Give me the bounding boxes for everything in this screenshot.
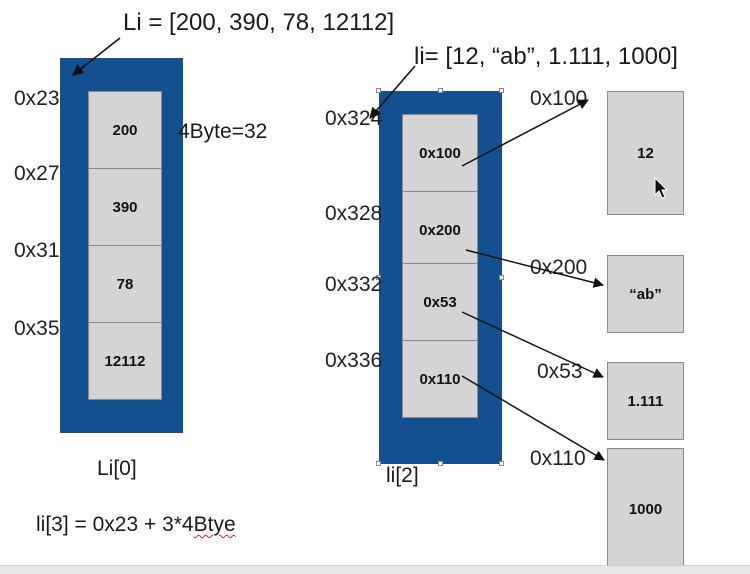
pointer-arrow-0x200: [465, 249, 605, 288]
object-box-1000: 1000: [607, 448, 684, 570]
object-address-0: 0x100: [530, 87, 588, 110]
object-address-2: 0x53: [537, 360, 583, 383]
offset-formula-unit: Btye: [193, 513, 236, 536]
window-bottom-edge: [0, 565, 750, 574]
left-list-title: Li = [200, 390, 78, 12112]: [123, 9, 395, 36]
selection-handle[interactable]: [499, 88, 504, 93]
selection-handle[interactable]: [438, 461, 443, 466]
title-to-list-arrow: [369, 65, 416, 119]
left-address-2: 0x31: [14, 239, 60, 262]
selection-handle[interactable]: [438, 88, 443, 93]
selection-handle[interactable]: [499, 461, 504, 466]
size-note: 4Byte=32: [178, 120, 268, 143]
left-list-caption: Li[0]: [97, 457, 137, 480]
left-cell-3: 12112: [88, 322, 162, 400]
object-address-3: 0x110: [530, 447, 586, 470]
left-address-1: 0x27: [14, 162, 60, 185]
pointer-arrow-0x100: [461, 99, 589, 167]
pointer-arrow-0x110: [461, 375, 605, 461]
object-address-1: 0x200: [530, 256, 588, 279]
left-address-3: 0x35: [14, 317, 60, 340]
right-cell-2: 0x53: [402, 263, 478, 341]
right-address-0: 0x324: [325, 107, 383, 130]
mouse-cursor-icon: [654, 176, 669, 199]
right-address-1: 0x328: [325, 202, 383, 225]
selection-handle[interactable]: [376, 461, 381, 466]
selection-handle[interactable]: [376, 275, 381, 280]
offset-formula-prefix: li[3] = 0x23 + 3*4: [36, 513, 194, 536]
right-address-3: 0x336: [325, 349, 383, 372]
right-list-title: li= [12, “ab”, 1.111, 1000]: [414, 43, 678, 70]
right-cell-0: 0x100: [402, 114, 478, 192]
right-list-caption: li[2]: [386, 464, 419, 487]
object-box-1-111: 1.111: [607, 362, 684, 440]
left-cell-0: 200: [88, 91, 162, 169]
object-box-ab: “ab”: [607, 255, 684, 333]
right-cell-3: 0x110: [402, 340, 478, 418]
right-address-2: 0x332: [325, 273, 383, 296]
object-box-12: 12: [607, 91, 684, 215]
left-address-0: 0x23: [14, 87, 60, 110]
pointer-arrow-0x53: [461, 311, 604, 378]
title-to-list-arrow: [72, 37, 121, 76]
selection-handle[interactable]: [376, 88, 381, 93]
left-cell-1: 390: [88, 168, 162, 246]
selection-handle[interactable]: [499, 275, 504, 280]
offset-formula: li[3] = 0x23 + 3*4Btye: [36, 514, 236, 535]
